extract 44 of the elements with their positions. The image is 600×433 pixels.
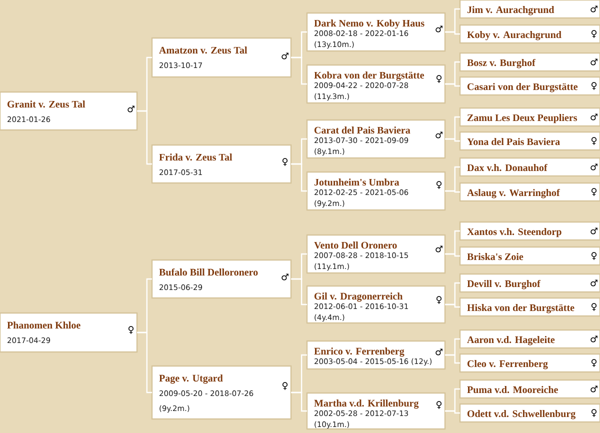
connector-line — [445, 31, 460, 35]
gender-symbol: ♀ — [591, 30, 597, 38]
connector-line — [445, 190, 460, 193]
gender-symbol: ♂ — [436, 246, 442, 252]
gender-symbol: ♀ — [128, 326, 134, 334]
connector-line — [445, 354, 460, 364]
gender-symbol: ♂ — [590, 164, 598, 170]
gender-symbol: ♀ — [591, 188, 597, 196]
gender-symbol: ♂ — [590, 280, 598, 286]
connector-line — [137, 110, 152, 165]
gender-symbol: ♀ — [436, 296, 442, 304]
gender-symbol: ♀ — [591, 252, 597, 260]
gender-symbol: ♀ — [591, 303, 597, 311]
connector-line — [445, 138, 460, 142]
connector-line — [291, 392, 307, 412]
connector-line — [445, 410, 460, 414]
gender-symbol: ♂ — [590, 6, 598, 12]
gender-symbol: ♀ — [591, 359, 597, 367]
gender-symbol: ♂ — [282, 274, 288, 280]
gender-symbol: ♀ — [436, 401, 442, 409]
gender-symbol: ♂ — [436, 132, 442, 138]
gender-symbol: ♂ — [590, 228, 598, 234]
connector-line — [445, 304, 460, 308]
gender-symbol: ♀ — [591, 137, 597, 145]
gender-symbol: ♀ — [591, 82, 597, 90]
gender-symbol: ♀ — [591, 409, 597, 417]
gender-symbol: ♀ — [282, 158, 288, 166]
gender-symbol: ♂ — [436, 26, 442, 32]
gender-symbol: ♂ — [590, 386, 598, 392]
connector-line — [291, 163, 307, 192]
gender-symbol: ♂ — [590, 58, 598, 66]
gender-symbol: ♀ — [282, 382, 288, 390]
connector-line — [445, 253, 460, 257]
gender-symbol: ♀ — [436, 181, 442, 189]
gender-symbol: ♂ — [590, 114, 598, 120]
gender-symbol: ♂ — [282, 52, 288, 60]
connector-line — [137, 332, 152, 394]
gender-symbol: ♀ — [436, 75, 442, 83]
gender-symbol: ♂ — [128, 106, 134, 112]
connector-line — [291, 56, 307, 85]
connector-line — [445, 83, 460, 87]
connector-line — [291, 278, 307, 306]
gender-symbol: ♂ — [436, 348, 442, 356]
gender-symbol: ♂ — [590, 336, 598, 342]
